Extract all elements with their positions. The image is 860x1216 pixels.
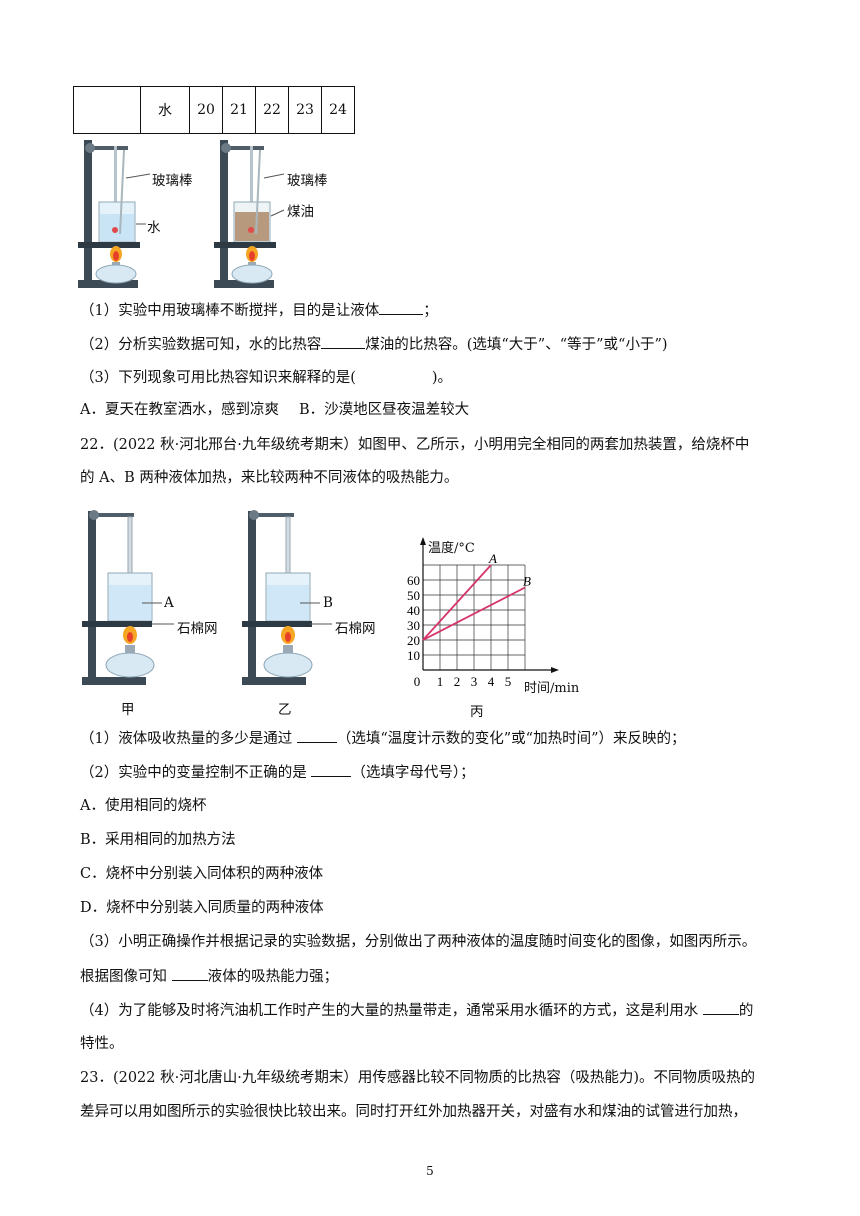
right-apparatus <box>214 140 285 288</box>
page-number: 5 <box>426 1164 434 1178</box>
label-kerosene: 煤油 <box>287 204 314 220</box>
chart-y-axis-label: 温度/°C <box>428 541 475 556</box>
y-tick-label: 30 <box>407 618 420 633</box>
label-liquid-b: B <box>323 595 333 611</box>
data-table: 水 20 21 22 23 24 <box>73 86 355 134</box>
q23-line1: 23．(2022 秋·河北唐山·九年级统考期末）用传感器比较不同物质的比热容（吸… <box>80 1070 755 1086</box>
q21-sub1-text: （1）实验中用玻璃棒不断搅拌，目的是让液体 <box>80 303 380 319</box>
q22-sub3-text: 根据图像可知 <box>80 969 167 985</box>
q21-sub2-text: （2）分析实验数据可知，水的比热容 <box>80 337 322 353</box>
answer-blank <box>171 966 208 981</box>
answer-blank <box>311 762 352 777</box>
absorption-apparatus-figure <box>82 510 332 685</box>
q22-sub4-text: （4）为了能够及时将汽油机工作时产生的大量的热量带走，通常采用水循环的方式，这是… <box>80 1003 699 1019</box>
q21-options: A．夏天在教室洒水，感到凉爽 B．沙漠地区昼夜温差较大 <box>80 400 469 420</box>
q21-sub3-text: （3）下列现象可用比热容知识来解释的是( <box>80 370 356 386</box>
y-tick-label: 20 <box>407 633 420 648</box>
chart-grid <box>423 564 526 670</box>
heating-apparatus-figure <box>78 140 285 288</box>
q21-sub1-end: ； <box>423 303 438 319</box>
q22-sub2-text: （2）实验中的变量控制不正确的是 <box>80 765 307 781</box>
q22-option-a: A．使用相同的烧杯 <box>80 798 207 814</box>
series-label-a: A <box>488 551 497 566</box>
q22-sub3-line2: 根据图像可知 液体的吸热能力强； <box>80 966 338 987</box>
series-line-a <box>422 564 492 641</box>
q21-option-a: A．夏天在教室洒水，感到凉爽 <box>80 402 279 418</box>
table-cell <box>73 86 141 134</box>
table-cell: 22 <box>255 86 289 134</box>
table-cell: 20 <box>189 86 223 134</box>
q22-stem-line2: 的 A、B 两种液体加热，来比较两种不同液体的吸热能力。 <box>80 470 459 486</box>
x-tick-label: 4 <box>488 674 495 689</box>
series-label-b: B <box>523 574 531 589</box>
x-tick-label: 0 <box>414 674 421 689</box>
q21-sub1: （1）实验中用玻璃棒不断搅拌，目的是让液体 ； <box>80 300 438 321</box>
table-cell: 水 <box>140 86 190 134</box>
label-asbestos-net-left: 石棉网 <box>177 621 218 637</box>
q22-sub1-text: （1）液体吸收热量的多少是通过 <box>80 731 293 747</box>
left-apparatus <box>78 140 151 288</box>
q23-line2: 差异可以用如图所示的实验很快比较出来。同时打开红外加热器开关，对盛有水和煤油的试… <box>80 1104 747 1120</box>
q22-option-c: C．烧杯中分别装入同体积的两种液体 <box>80 866 324 882</box>
x-tick-label: 5 <box>505 674 512 689</box>
table-cell: 21 <box>222 86 256 134</box>
table-cell: 24 <box>321 86 355 134</box>
q21-sub2: （2）分析实验数据可知，水的比热容 煤油的比热容。(选填“大于”、“等于”或“小于… <box>80 334 668 355</box>
q22-sub2-end: （选填字母代号）； <box>351 765 475 781</box>
q22-stem-line1: 22．(2022 秋·河北邢台·九年级统考期末）如图甲、乙所示，小明用完全相同的… <box>80 437 750 453</box>
q21-sub3-end: )。 <box>431 370 453 386</box>
q22-sub3-line1: （3）小明正确操作并根据记录的实验数据，分别做出了两种液体的温度随时间变化的图像… <box>80 934 757 950</box>
label-asbestos-net-right: 石棉网 <box>335 621 376 637</box>
y-tick-label: 10 <box>407 648 420 663</box>
label-liquid-a: A <box>164 595 174 611</box>
q22-sub1: （1）液体吸收热量的多少是通过 （选填“温度计示数的变化”或“加热时间”）来反映… <box>80 728 686 749</box>
answer-blank <box>321 334 366 349</box>
q21-option-b: B．沙漠地区昼夜温差较大 <box>298 402 470 418</box>
q22-sub3-end: 液体的吸热能力强； <box>207 969 339 985</box>
q22-sub4-line1: （4）为了能够及时将汽油机工作时产生的大量的热量带走，通常采用水循环的方式，这是… <box>80 1000 753 1021</box>
y-tick-label: 50 <box>407 588 420 603</box>
apparatus-yi <box>242 510 332 685</box>
answer-blank <box>379 300 424 315</box>
table-cell: 23 <box>288 86 322 134</box>
chart-marks: AB <box>422 551 531 641</box>
q22-option-d: D．烧杯中分别装入同质量的两种液体 <box>80 900 324 916</box>
q22-option-b: B．采用相同的加热方法 <box>80 832 236 848</box>
table-row: 水 20 21 22 23 24 <box>73 86 355 134</box>
x-tick-label: 2 <box>454 674 461 689</box>
q22-sub2: （2）实验中的变量控制不正确的是 （选填字母代号）； <box>80 762 475 783</box>
caption-jia: 甲 <box>121 702 135 718</box>
q22-sub4-line2: 特性。 <box>80 1036 124 1052</box>
x-axis-arrow <box>551 667 559 673</box>
caption-bing: 丙 <box>470 704 484 720</box>
y-tick-label: 60 <box>407 573 420 588</box>
y-axis-arrow <box>420 537 426 545</box>
apparatus-jia <box>82 510 174 685</box>
label-glass-rod-left: 玻璃棒 <box>152 173 193 189</box>
label-water: 水 <box>147 220 161 236</box>
q22-sub1-end: （选填“温度计示数的变化”或“加热时间”）来反映的； <box>336 731 686 747</box>
q21-sub3: （3）下列现象可用比热容知识来解释的是( )。 <box>80 368 452 388</box>
q22-sub4-end: 的 <box>738 1003 754 1019</box>
x-tick-label: 1 <box>437 674 444 689</box>
x-tick-label: 3 <box>471 674 478 689</box>
label-glass-rod-right: 玻璃棒 <box>287 173 328 189</box>
series-line-b <box>422 586 526 641</box>
q21-sub2-end: 煤油的比热容。(选填“大于”、“等于”或“小于”) <box>365 337 668 353</box>
caption-yi: 乙 <box>278 702 292 718</box>
answer-blank <box>296 728 337 743</box>
chart-x-axis-label: 时间/min <box>524 681 580 696</box>
y-tick-label: 40 <box>407 603 420 618</box>
answer-blank <box>702 1000 739 1015</box>
